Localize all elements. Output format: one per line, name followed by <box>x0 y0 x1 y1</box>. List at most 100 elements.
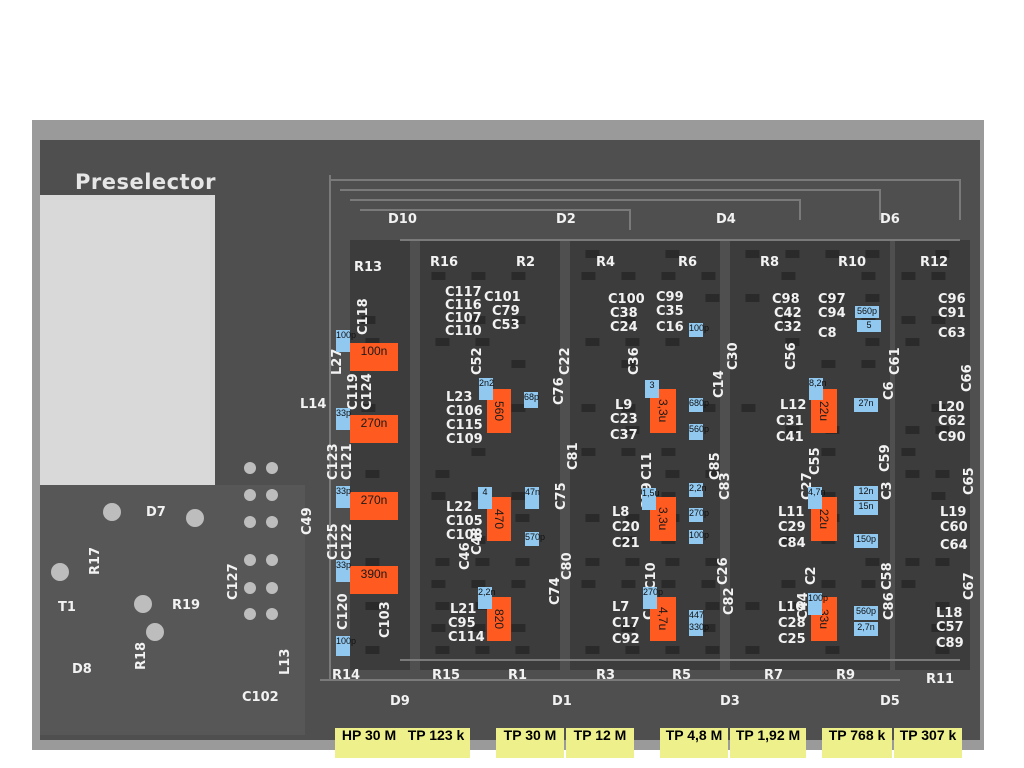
silk-label: C36 <box>627 347 642 375</box>
capacitor-label: 680p <box>689 398 703 412</box>
silk-label: L22 <box>446 500 472 515</box>
filter-label: TP 768 k <box>822 728 892 758</box>
silk-label: C101 <box>484 290 521 305</box>
filter-label: TP 12 M <box>566 728 634 758</box>
silk-label: C119 <box>346 373 361 410</box>
silk-label: D3 <box>720 694 740 709</box>
silk-label: L19 <box>940 505 966 520</box>
capacitor-label: 270p <box>643 587 657 609</box>
silk-label: D1 <box>552 694 572 709</box>
silk-label: R12 <box>920 255 948 270</box>
filter-label: HP 30 M <box>335 728 403 758</box>
silk-label: C125 <box>326 523 341 560</box>
capacitor-label: 15n <box>854 501 878 515</box>
silk-label: C102 <box>242 690 279 705</box>
silk-label: C57 <box>936 620 964 635</box>
silk-label: C22 <box>558 347 573 375</box>
silk-label: C32 <box>774 320 802 335</box>
silk-label: C52 <box>470 347 485 375</box>
silk-label: R6 <box>678 255 697 270</box>
silk-label: C94 <box>818 306 846 321</box>
silk-label: C55 <box>808 447 823 475</box>
silk-label: R7 <box>764 668 783 683</box>
silk-label: R5 <box>672 668 691 683</box>
capacitor-label: 100p <box>336 330 350 352</box>
silk-label: C49 <box>300 507 315 535</box>
inductor-label: 270n <box>350 492 398 520</box>
capacitor-label: 12n <box>854 486 878 500</box>
silk-label: C25 <box>778 632 806 647</box>
capacitor-label: 1,5u <box>642 488 656 510</box>
capacitor-label: 570p <box>525 532 539 546</box>
silk-label: C31 <box>776 414 804 429</box>
capacitor-label: 2,7n <box>854 622 878 636</box>
silk-label: C11 <box>640 452 655 480</box>
silk-label: C35 <box>656 304 684 319</box>
silk-label: D9 <box>390 694 410 709</box>
filter-label: TP 4,8 M <box>660 728 728 758</box>
silk-label: R13 <box>354 260 382 275</box>
silk-label: C67 <box>962 572 977 600</box>
silk-label: L12 <box>780 398 806 413</box>
silk-label: T1 <box>58 600 76 615</box>
silk-label: C121 <box>340 443 355 480</box>
silk-label: C41 <box>776 430 804 445</box>
silk-label: C95 <box>448 616 476 631</box>
silk-label: C76 <box>552 377 567 405</box>
inductor-label: 100n <box>350 343 398 371</box>
filter-label: TP 1,92 M <box>730 728 806 758</box>
silk-label: C120 <box>336 593 351 630</box>
silk-label: L27 <box>330 349 345 375</box>
silk-label: C63 <box>938 326 966 341</box>
silk-label: C100 <box>608 292 645 307</box>
silk-label: C21 <box>612 536 640 551</box>
silk-label: C2 <box>804 566 819 585</box>
silk-label: R18 <box>134 642 149 670</box>
silk-label: C38 <box>610 306 638 321</box>
silk-label: C3 <box>880 481 895 500</box>
capacitor-label: 4 <box>478 487 492 509</box>
inductor-label: 270n <box>350 415 398 443</box>
filter-label: TP 307 k <box>894 728 962 758</box>
filter-label: TP 30 M <box>496 728 564 758</box>
silk-label: C14 <box>712 370 727 398</box>
capacitor-label: 560p <box>854 606 878 620</box>
silk-label: R8 <box>760 255 779 270</box>
silk-label: C20 <box>612 520 640 535</box>
capacitor-label: 8,2n <box>809 378 823 400</box>
capacitor-label: 270p <box>689 508 703 522</box>
silk-label: C23 <box>610 412 638 427</box>
silk-label: C82 <box>722 587 737 615</box>
silk-label: C89 <box>936 636 964 651</box>
silk-label: C10 <box>644 562 659 590</box>
silk-label: R19 <box>172 598 200 613</box>
silk-label: L11 <box>778 505 804 520</box>
capacitor-label: 33p <box>336 408 350 430</box>
silk-label: C58 <box>880 562 895 590</box>
capacitor-label: 150p <box>854 534 878 548</box>
silk-label: C75 <box>554 482 569 510</box>
silk-label: C122 <box>340 523 355 560</box>
silk-label: L23 <box>446 390 472 405</box>
capacitor-label: 100p <box>689 323 703 337</box>
inductor-label: 390n <box>350 566 398 594</box>
silk-label: D5 <box>880 694 900 709</box>
silk-label: R4 <box>596 255 615 270</box>
silk-label: C56 <box>784 342 799 370</box>
silk-label: R2 <box>516 255 535 270</box>
silk-label: C81 <box>566 442 581 470</box>
silk-label: C65 <box>962 467 977 495</box>
capacitor-label: 68p <box>524 392 538 408</box>
silk-label: C109 <box>446 432 483 447</box>
silk-label: C62 <box>938 414 966 429</box>
capacitor-label: 33p <box>336 560 350 582</box>
silk-label: C124 <box>360 373 375 410</box>
silk-label: C66 <box>960 364 975 392</box>
silk-label: C118 <box>356 298 371 335</box>
silk-label: C103 <box>378 601 393 638</box>
capacitor-label: 2,2n <box>478 587 492 609</box>
capacitor-label: 100p <box>336 636 350 656</box>
silk-label: C17 <box>612 616 640 631</box>
silk-label: L20 <box>938 400 964 415</box>
silk-label: C48 <box>470 527 485 555</box>
